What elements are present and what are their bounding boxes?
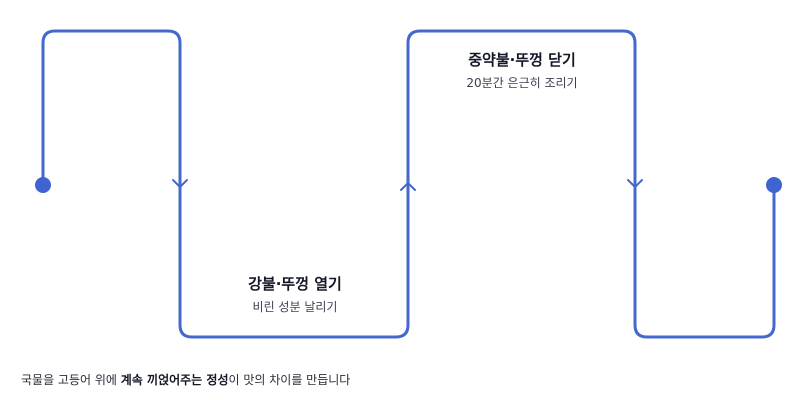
step-medium-heat-title: 중약불·뚜껑 닫기 bbox=[468, 51, 576, 69]
caption-text-end: 이 맛의 차이를 만듭니다 bbox=[228, 373, 351, 387]
arrow-down-icon bbox=[627, 179, 643, 188]
arrow-down-icon bbox=[172, 179, 188, 188]
step-high-heat-title: 강불·뚜껑 열기 bbox=[248, 275, 342, 293]
start-dot bbox=[35, 177, 51, 193]
end-dot bbox=[766, 177, 782, 193]
caption-emphasis: 계속 끼얹어주는 정성 bbox=[120, 373, 229, 387]
arrow-up-icon bbox=[400, 182, 416, 191]
footer-caption: 국물을 고등어 위에 계속 끼얹어주는 정성이 맛의 차이를 만듭니다 bbox=[21, 371, 350, 388]
step-medium-heat-subtitle: 20분간 은근히 조리기 bbox=[466, 76, 578, 90]
caption-text-start: 국물을 고등어 위에 bbox=[21, 373, 121, 387]
step-high-heat-subtitle: 비린 성분 날리기 bbox=[252, 300, 338, 314]
